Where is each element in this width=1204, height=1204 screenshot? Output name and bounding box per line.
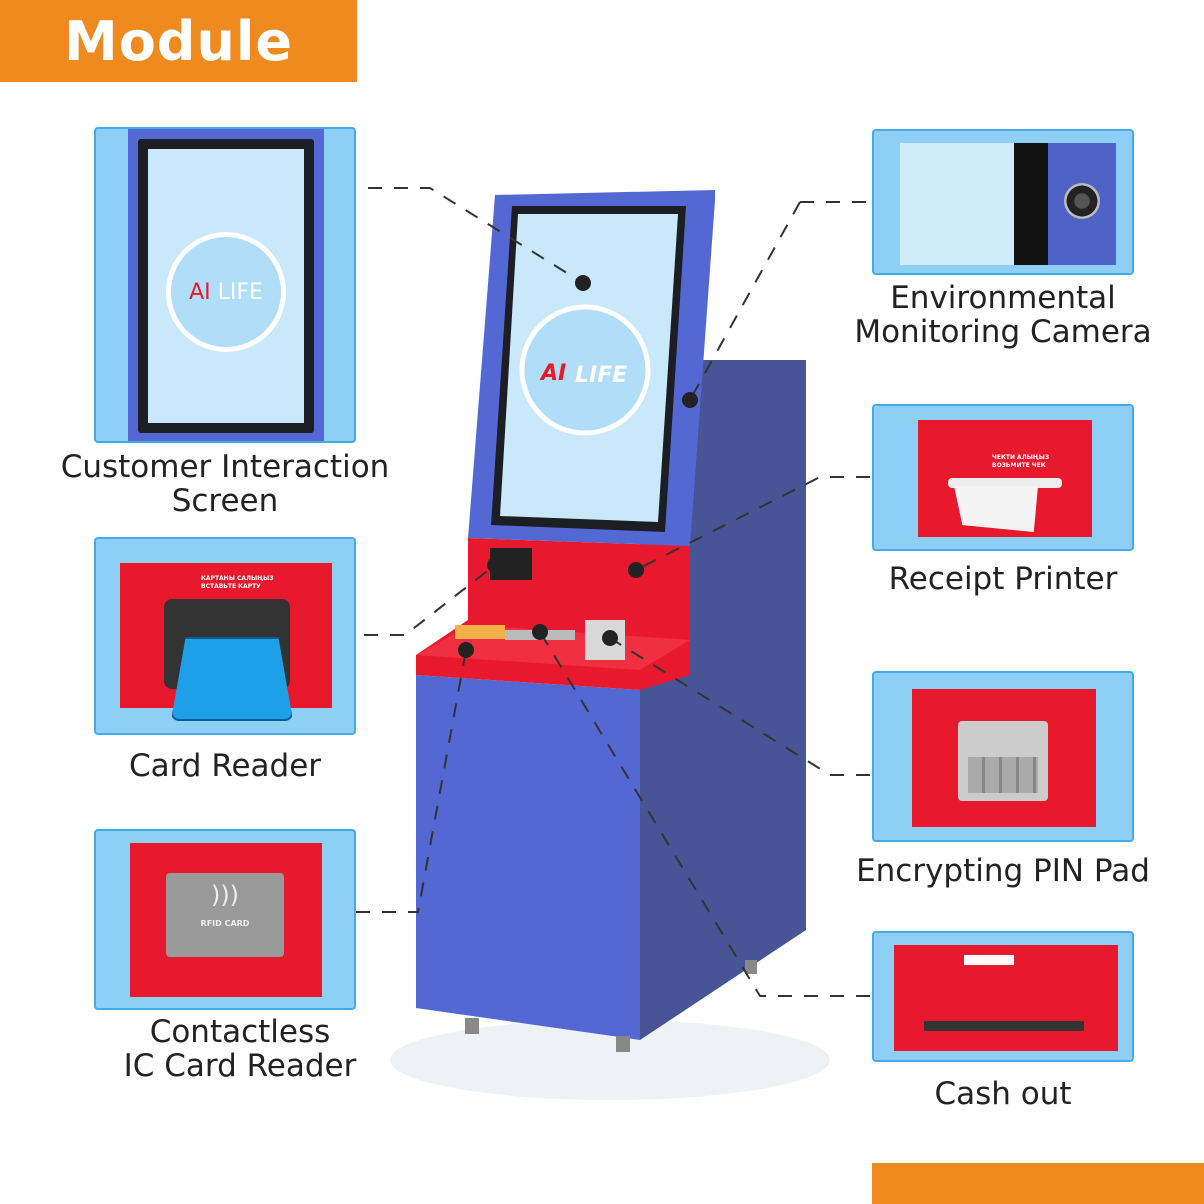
footer-accent-bar bbox=[872, 1163, 1204, 1204]
module-header: Module bbox=[0, 0, 357, 82]
screen-panel: AI LIFE bbox=[94, 127, 356, 443]
screen-logo-life: LIFE bbox=[217, 279, 263, 305]
kiosk-logo-life: LIFE bbox=[575, 363, 627, 388]
camera-panel bbox=[872, 129, 1134, 275]
cash-out-label: Cash out bbox=[934, 1076, 1072, 1112]
kiosk-logo-ai: AI bbox=[539, 361, 566, 386]
pin-pad-label: Encrypting PIN Pad bbox=[856, 853, 1150, 889]
pin-pad-panel bbox=[872, 671, 1134, 842]
leader-lines bbox=[356, 187, 870, 997]
camera-icon bbox=[1064, 183, 1100, 219]
leader-screen bbox=[368, 187, 584, 284]
leader-card bbox=[364, 564, 496, 636]
cash-out-panel bbox=[872, 931, 1134, 1062]
receipt-printer-label: Receipt Printer bbox=[888, 561, 1118, 597]
screen-logo-ai: AI bbox=[189, 279, 211, 305]
leader-pinpad bbox=[609, 637, 870, 776]
leader-contactless bbox=[356, 649, 467, 913]
card-icon bbox=[171, 637, 293, 721]
leader-cashout bbox=[539, 631, 870, 997]
kiosk-console bbox=[416, 538, 690, 690]
keypad bbox=[968, 757, 1038, 793]
kiosk-body bbox=[416, 675, 640, 1040]
receipt-paper bbox=[954, 486, 1038, 532]
leader-receipt bbox=[635, 476, 870, 571]
contactless-panel: ))) RFID CARD bbox=[94, 829, 356, 1010]
card-reader-label: Card Reader bbox=[128, 748, 322, 784]
nfc-icon: ))) bbox=[210, 881, 240, 909]
leader-camera bbox=[689, 201, 801, 401]
cash-slot bbox=[924, 1021, 1084, 1031]
rfid-card-text: RFID CARD bbox=[200, 919, 250, 928]
